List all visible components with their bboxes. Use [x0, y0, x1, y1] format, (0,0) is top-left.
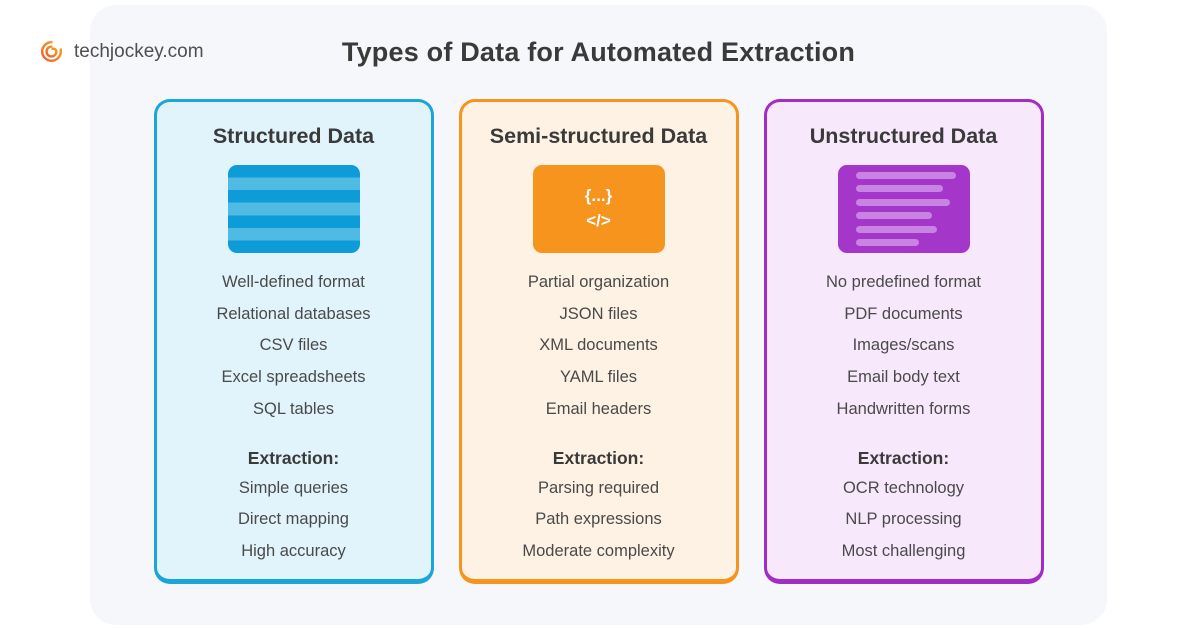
list-item: Simple queries: [238, 478, 349, 497]
list-item: Relational databases: [216, 304, 371, 323]
list-item: PDF documents: [844, 304, 963, 323]
card-title-unstructured: Unstructured Data: [809, 124, 998, 148]
list-item: Path expressions: [535, 510, 662, 529]
list-item: High accuracy: [241, 541, 346, 560]
brand-logo: techjockey.com: [38, 38, 204, 65]
list-item: Email headers: [545, 399, 652, 418]
list-item: JSON files: [559, 304, 638, 323]
card-unstructured-data: Unstructured Data No predefined format P…: [763, 99, 1044, 584]
list-item: Direct mapping: [238, 510, 349, 529]
card-structured-data: Structured Data Well-defined format Rela…: [153, 99, 434, 584]
text-line: [855, 212, 932, 220]
document-text-icon: [837, 165, 970, 253]
list-item: Parsing required: [537, 478, 660, 497]
semi-structured-extraction-list: Parsing required Path expressions Modera…: [462, 473, 736, 568]
page-title: Types of Data for Automated Extraction: [341, 37, 856, 67]
list-item: Excel spreadsheets: [221, 368, 366, 387]
list-item: No predefined format: [825, 273, 981, 291]
extraction-label: Extraction:: [552, 447, 645, 468]
list-item: SQL tables: [252, 399, 335, 418]
extraction-label: Extraction:: [247, 447, 340, 468]
list-item: XML documents: [539, 336, 658, 355]
unstructured-extraction-list: OCR technology NLP processing Most chall…: [767, 473, 1041, 568]
cards-row: Structured Data Well-defined format Rela…: [90, 99, 1107, 584]
card-semi-structured-data: Semi-structured Data {...} </> Partial o…: [458, 99, 739, 584]
braces-glyph: {...}: [584, 186, 613, 206]
list-item: NLP processing: [845, 510, 962, 529]
list-item: Images/scans: [852, 336, 955, 355]
list-item: Most challenging: [841, 541, 966, 560]
techjockey-swirl-icon: [38, 38, 65, 65]
text-line: [855, 225, 937, 233]
brand-name: techjockey.com: [74, 40, 204, 62]
list-item: YAML files: [559, 368, 638, 387]
content-panel: Types of Data for Automated Extraction S…: [90, 5, 1107, 625]
structured-extraction-list: Simple queries Direct mapping High accur…: [157, 473, 431, 568]
code-tag-glyph: </>: [586, 211, 611, 230]
text-line: [855, 198, 950, 206]
card-title-structured: Structured Data: [212, 124, 375, 148]
list-item: Well-defined format: [222, 273, 365, 291]
list-item: Handwritten forms: [836, 399, 971, 418]
list-item: CSV files: [259, 336, 328, 355]
list-item: OCR technology: [842, 478, 965, 497]
structured-item-list: Well-defined format Relational databases…: [157, 267, 431, 426]
code-braces-icon: {...} </>: [532, 165, 665, 253]
semi-structured-item-list: Partial organization JSON files XML docu…: [462, 267, 736, 426]
table-rows-icon: [227, 165, 360, 253]
card-title-semi-structured: Semi-structured Data: [489, 124, 708, 148]
text-line: [855, 185, 943, 193]
list-item: Email body text: [847, 368, 960, 387]
extraction-label: Extraction:: [857, 447, 950, 468]
list-item: Moderate complexity: [522, 541, 675, 560]
list-item: Partial organization: [527, 273, 670, 291]
text-line: [855, 171, 956, 179]
unstructured-item-list: No predefined format PDF documents Image…: [767, 267, 1041, 426]
text-line: [855, 239, 919, 247]
